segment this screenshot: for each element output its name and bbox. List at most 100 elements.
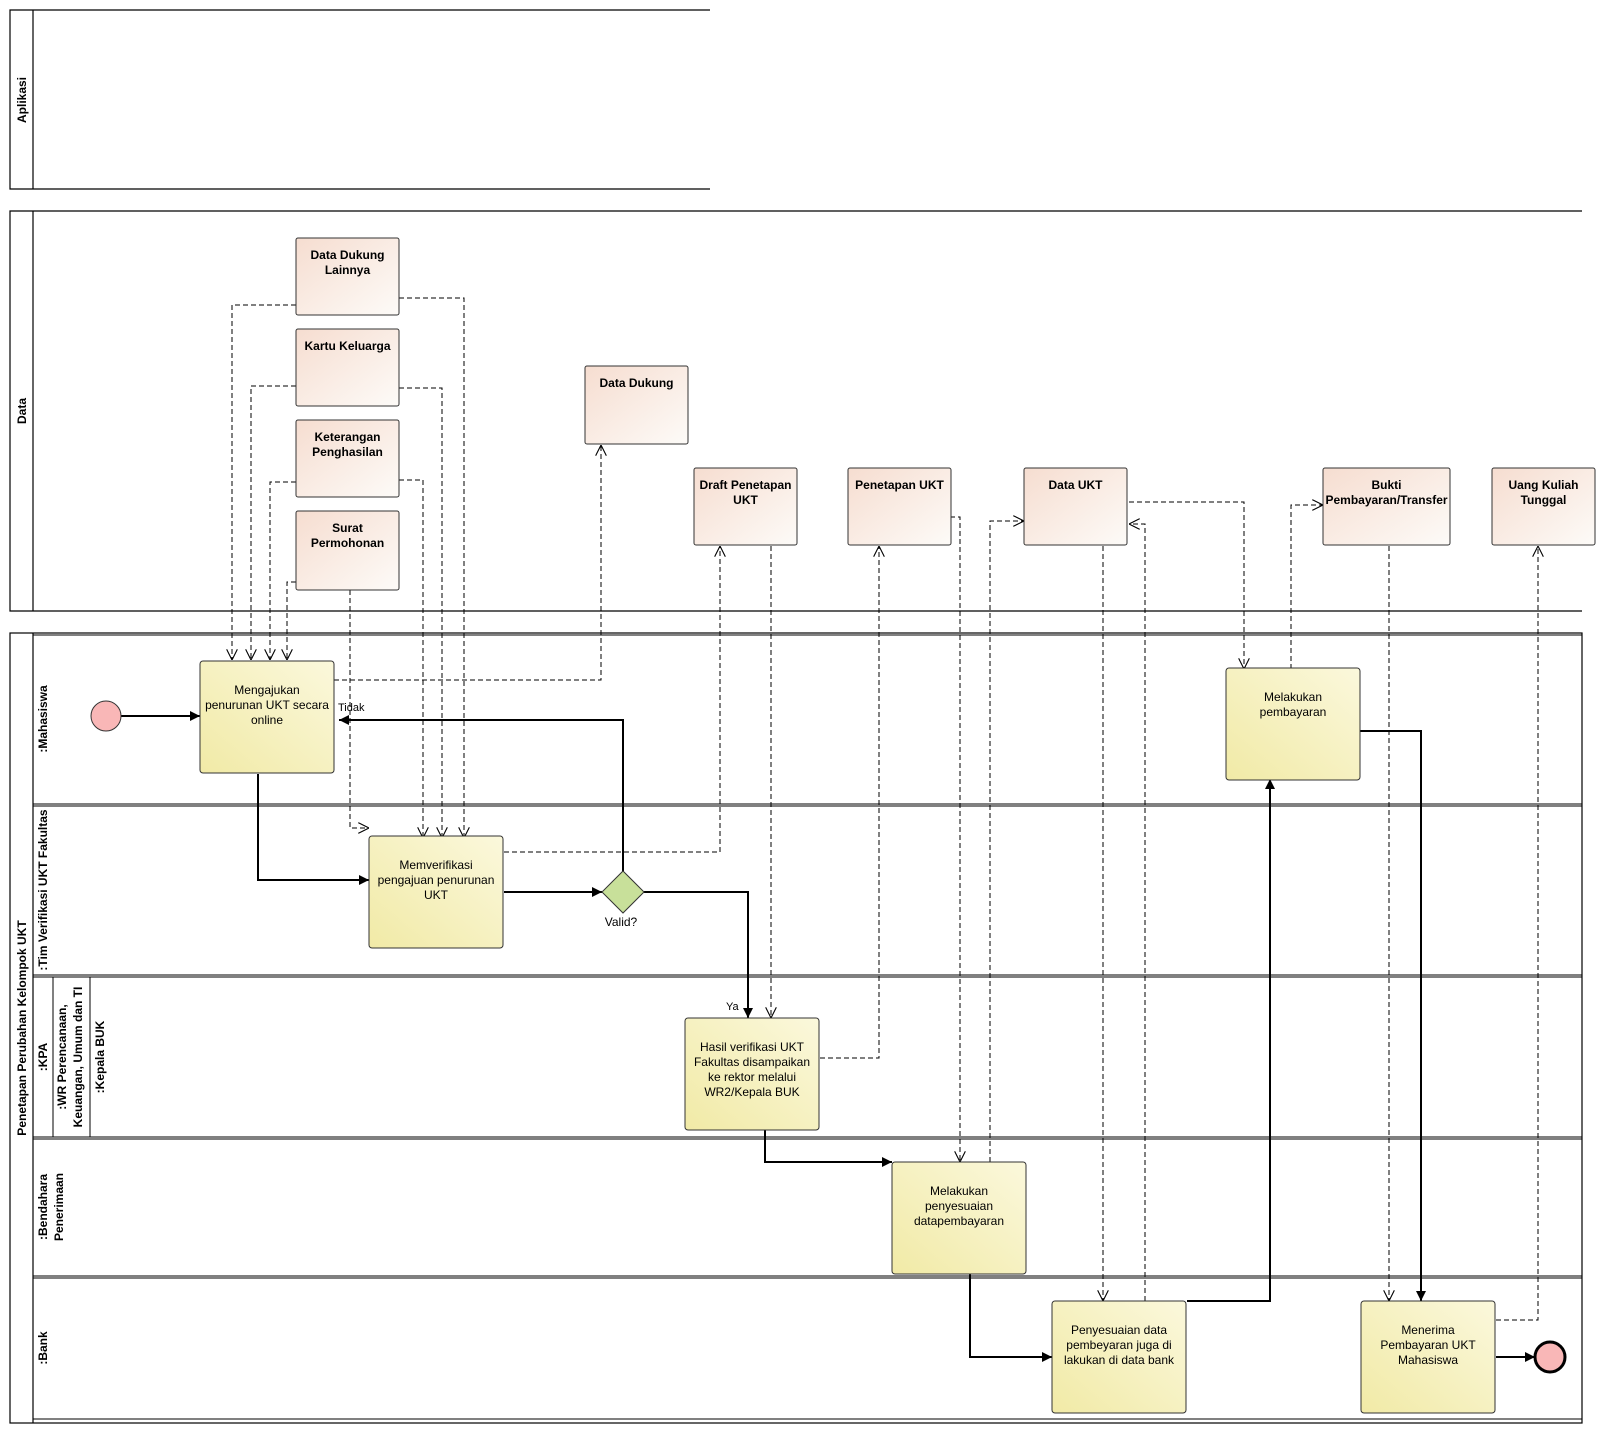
start-event[interactable]: [90, 700, 122, 732]
penyesuaian-line2: penyesuaian: [925, 1199, 993, 1213]
bukti-pembayaran-line2: Pembayaran/Transfer: [1325, 493, 1447, 507]
flow-label-ya: Ya: [726, 1001, 740, 1013]
pool-process-label: Penetapan Perubahan Kelompok UKT: [15, 920, 29, 1136]
lane-wr-label-line2: Keuangan, Umum dan TI: [71, 987, 85, 1128]
data-object-data-ukt[interactable]: Data UKT: [1023, 467, 1128, 546]
surat-permohonan-line1: Surat: [332, 521, 363, 535]
draft-penetapan-line1: Draft Penetapan: [699, 478, 791, 492]
data-object-kartu-keluarga[interactable]: Kartu Keluarga: [295, 328, 400, 407]
pool-data: Data: [9, 210, 1582, 612]
assoc-memverifikasi-to-draft: [504, 546, 720, 853]
pool-aplikasi-label: Aplikasi: [15, 77, 29, 123]
assoc-mengajukan-to-data-dukung: [334, 445, 601, 681]
lane-bendahara-label-line2: Penerimaan: [52, 1173, 66, 1241]
lane-kepala-buk-label: :Kepala BUK: [93, 1020, 107, 1093]
penetapan-ukt-line1: Penetapan UKT: [855, 478, 944, 492]
assoc-menerima-to-uang-kuliah: [1496, 546, 1538, 1321]
activity-hasil-verifikasi[interactable]: Hasil verifikasi UKT Fakultas disampaika…: [684, 1017, 820, 1131]
activity-melakukan-penyesuaian[interactable]: Melakukan penyesuaian datapembayaran: [891, 1161, 1027, 1275]
data-dukung-lainnya-line1: Data Dukung: [310, 248, 384, 262]
penyesuaian-line3: datapembayaran: [914, 1214, 1004, 1228]
hasil-verifikasi-line1: Hasil verifikasi UKT: [700, 1040, 805, 1054]
lane-bendahara-label-line1: :Bendahara: [36, 1174, 50, 1240]
memverifikasi-line3: UKT: [424, 888, 449, 902]
flow-gateway-tidak: [339, 715, 624, 872]
flow-gateway-ya: [644, 891, 753, 1018]
penyesuaian-line1: Melakukan: [930, 1184, 988, 1198]
flow-penyesuaian-to-bank: [969, 1273, 1052, 1362]
uang-kuliah-line1: Uang Kuliah: [1508, 478, 1578, 492]
assoc-kp-to-memverifikasi: [399, 479, 423, 838]
hasil-verifikasi-line3: ke rektor melalui: [708, 1070, 796, 1084]
data-object-penetapan-ukt[interactable]: Penetapan UKT: [847, 467, 952, 546]
keterangan-penghasilan-line1: Keterangan: [314, 430, 380, 444]
menerima-line1: Menerima: [1401, 1323, 1455, 1337]
pool-process: Penetapan Perubahan Kelompok UKT :Mahasi…: [9, 632, 1583, 1424]
bank-line2: pembeyaran juga di: [1066, 1338, 1171, 1352]
pool-aplikasi: Aplikasi: [9, 9, 710, 190]
gateway-valid[interactable]: [601, 870, 645, 914]
data-associations: [232, 297, 1538, 1321]
keterangan-penghasilan-line2: Penghasilan: [312, 445, 383, 459]
mengajukan-line2: penurunan UKT secara: [205, 698, 329, 712]
data-object-data-dukung-lainnya[interactable]: Data Dukung Lainnya: [295, 237, 400, 316]
uang-kuliah-line2: Tunggal: [1521, 493, 1567, 507]
pembayaran-line1: Melakukan: [1264, 690, 1322, 704]
sequence-flows: [121, 711, 1535, 1362]
lane-kpa-label: :KPA: [36, 1042, 50, 1071]
flow-pembayaran-to-menerima: [1360, 730, 1426, 1301]
menerima-line2: Pembayaran UKT: [1380, 1338, 1476, 1352]
flow-mengajukan-to-memverifikasi: [257, 774, 369, 885]
assoc-data-ukt-to-pembayaran: [1129, 501, 1244, 669]
assoc-kk-to-memverifikasi: [399, 387, 442, 838]
data-dukung-lainnya-line2: Lainnya: [325, 263, 371, 277]
assoc-ddl-to-memverifikasi: [399, 297, 464, 838]
data-object-uang-kuliah-tunggal[interactable]: Uang Kuliah Tunggal: [1491, 467, 1596, 546]
activity-memverifikasi-pengajuan[interactable]: Memverifikasi pengajuan penurunan UKT: [368, 835, 504, 949]
mengajukan-line1: Mengajukan: [234, 683, 299, 697]
pembayaran-line2: pembayaran: [1260, 705, 1327, 719]
data-object-data-dukung[interactable]: Data Dukung: [584, 365, 689, 445]
assoc-hasil-to-penetapan: [820, 546, 879, 1059]
assoc-bank-to-data-ukt: [1129, 524, 1146, 1301]
assoc-penetapan-to-penyesuaian: [950, 516, 960, 1162]
menerima-line3: Mahasiswa: [1398, 1353, 1458, 1367]
data-object-draft-penetapan-ukt[interactable]: Draft Penetapan UKT: [693, 467, 798, 546]
draft-penetapan-line2: UKT: [733, 493, 758, 507]
activity-penyesuaian-data-bank[interactable]: Penyesuaian data pembeyaran juga di laku…: [1051, 1300, 1187, 1414]
lane-bank-label: :Bank: [36, 1331, 50, 1365]
surat-permohonan-line2: Permohonan: [311, 536, 384, 550]
hasil-verifikasi-line2: Fakultas disampaikan: [694, 1055, 810, 1069]
hasil-verifikasi-line4: WR2/Kepala BUK: [704, 1085, 799, 1099]
activity-melakukan-pembayaran[interactable]: Melakukan pembayaran: [1225, 667, 1361, 781]
memverifikasi-line2: pengajuan penurunan: [378, 873, 495, 887]
pool-data-label: Data: [15, 398, 29, 424]
activity-mengajukan-penurunan[interactable]: Mengajukan penurunan UKT secara online: [199, 660, 335, 774]
assoc-kk-to-mengajukan: [251, 385, 296, 660]
data-object-keterangan-penghasilan[interactable]: Keterangan Penghasilan: [295, 419, 400, 498]
assoc-kp-to-mengajukan: [270, 481, 296, 660]
flow-label-tidak: Tidak: [338, 702, 365, 714]
assoc-ddl-to-mengajukan: [232, 304, 296, 660]
bank-line3: lakukan di data bank: [1064, 1353, 1175, 1367]
end-event[interactable]: [1533, 1340, 1567, 1374]
lane-wr-label-line1: :WR Perencanaan,: [55, 1004, 69, 1109]
flow-hasil-to-penyesuaian: [764, 1130, 892, 1167]
lane-mahasiswa-label: :Mahasiswa: [36, 685, 50, 753]
flow-bank-to-pembayaran: [1187, 779, 1275, 1302]
data-ukt-line1: Data UKT: [1048, 478, 1103, 492]
mengajukan-line3: online: [251, 713, 283, 727]
memverifikasi-line1: Memverifikasi: [399, 858, 472, 872]
bank-line1: Penyesuaian data: [1071, 1323, 1167, 1337]
data-object-surat-permohonan[interactable]: Surat Permohonan: [295, 510, 400, 591]
gateway-valid-label: Valid?: [605, 915, 638, 929]
assoc-sp-to-memverifikasi: [349, 590, 369, 828]
bukti-pembayaran-line1: Bukti: [1372, 478, 1402, 492]
data-dukung-line1: Data Dukung: [599, 376, 673, 390]
kartu-keluarga-line1: Kartu Keluarga: [304, 339, 390, 353]
assoc-pembayaran-to-bukti: [1290, 505, 1323, 669]
data-object-bukti-pembayaran[interactable]: Bukti Pembayaran/Transfer: [1322, 467, 1451, 546]
lane-tim-verifikasi-label: :Tim Verifikasi UKT Fakultas: [36, 809, 50, 970]
activity-menerima-pembayaran[interactable]: Menerima Pembayaran UKT Mahasiswa: [1360, 1300, 1496, 1414]
